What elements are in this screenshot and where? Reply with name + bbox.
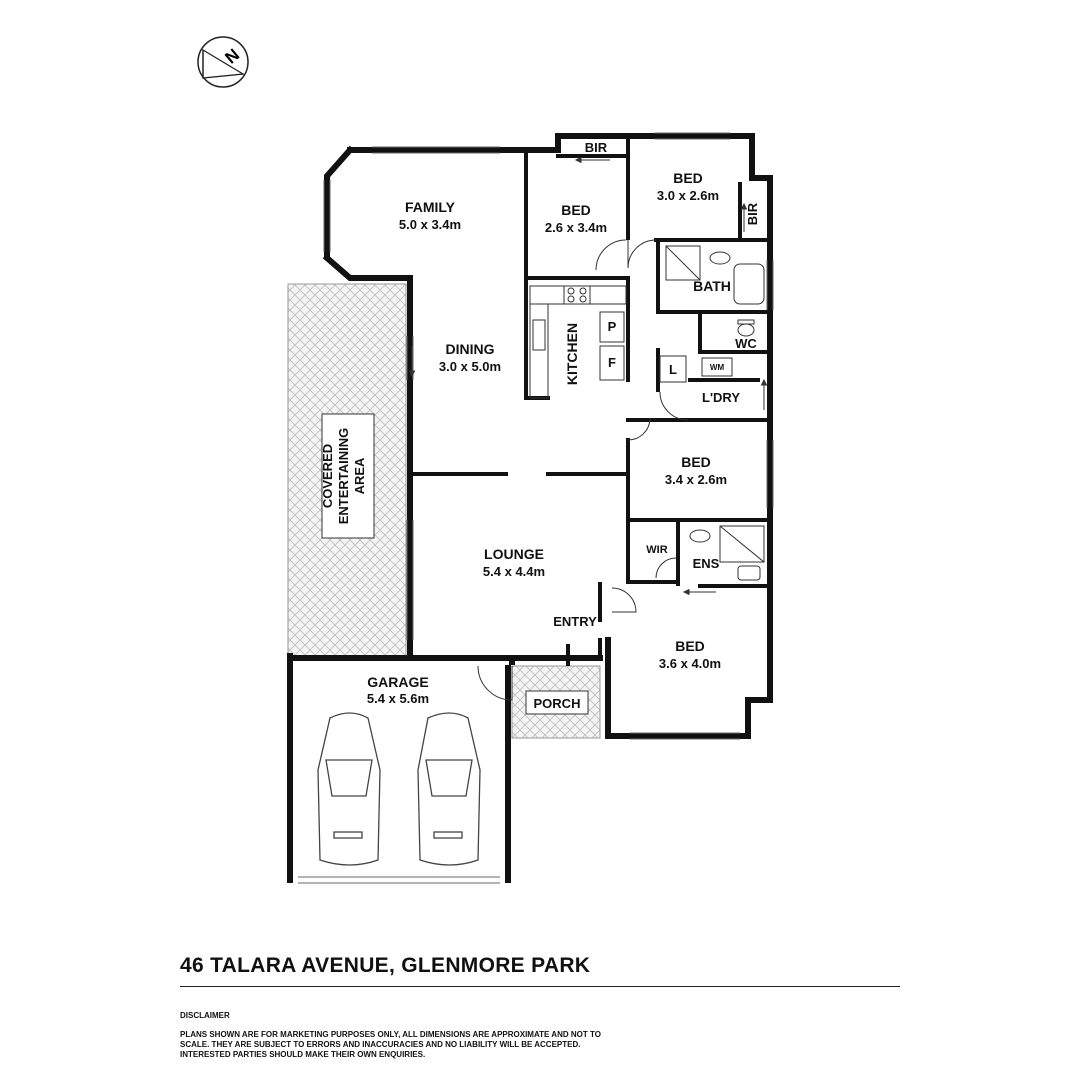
room-name-bed-1: BED (561, 202, 591, 218)
car-icon (317, 712, 481, 866)
room-name-bed-2: BED (673, 170, 703, 186)
room-name-entry: ENTRY (553, 614, 597, 629)
room-dims-garage: 5.4 x 5.6m (367, 691, 429, 706)
room-name-kitchen: KITCHEN (564, 323, 580, 385)
room-dims-bed-4: 3.6 x 4.0m (659, 656, 721, 671)
pantry-label: P (608, 319, 617, 334)
bathroom-fixtures (665, 245, 765, 581)
room-name-dining: DINING (446, 341, 495, 357)
linen-label: L (669, 362, 677, 377)
covered-area-line-2: ENTERTAINING (336, 428, 351, 525)
room-name-bed-3: BED (681, 454, 711, 470)
sliding-door-arrows (408, 156, 768, 596)
room-name-bir-side: BIR (745, 202, 760, 225)
room-name-wir: WIR (646, 544, 667, 556)
room-name-family: FAMILY (405, 199, 456, 215)
disclaimer-text: PLANS SHOWN ARE FOR MARKETING PURPOSES O… (180, 1030, 601, 1059)
interior-walls (410, 136, 772, 666)
room-name-bed-4: BED (675, 638, 705, 654)
fridge-label: F (608, 355, 616, 370)
disclaimer-title: DISCLAIMER (180, 1011, 230, 1020)
room-dims-bed-2: 3.0 x 2.6m (657, 188, 719, 203)
room-name-laundry: L'DRY (702, 390, 740, 405)
covered-area-line-3: AREA (352, 457, 367, 494)
porch-label-box (525, 690, 589, 715)
room-name-bir-top: BIR (585, 140, 608, 155)
room-dims-family: 5.0 x 3.4m (399, 217, 461, 232)
door-swings (477, 239, 689, 701)
room-dims-bed-1: 2.6 x 3.4m (545, 220, 607, 235)
covered-area-line-1: COVERED (320, 444, 335, 508)
north-arrow-icon: N (197, 36, 249, 88)
room-dims-dining: 3.0 x 5.0m (439, 359, 501, 374)
room-name-bath: BATH (693, 278, 731, 294)
covered-area-label: COVERED ENTERTAINING AREA (320, 428, 367, 525)
covered-area-label-box (321, 413, 375, 539)
kitchen-fixtures (529, 285, 733, 399)
property-address: 46 TALARA AVENUE, GLENMORE PARK (180, 954, 591, 977)
windows (298, 132, 774, 884)
room-name-wc: WC (735, 336, 757, 351)
room-name-porch: PORCH (534, 696, 581, 711)
washing-machine-label: WM (710, 363, 725, 372)
room-name-lounge: LOUNGE (484, 546, 544, 562)
room-name-ensuite: ENS (693, 556, 720, 571)
divider (180, 986, 900, 987)
room-dims-bed-3: 3.4 x 2.6m (665, 472, 727, 487)
room-name-garage: GARAGE (367, 674, 428, 690)
room-dims-lounge: 5.4 x 4.4m (483, 564, 545, 579)
